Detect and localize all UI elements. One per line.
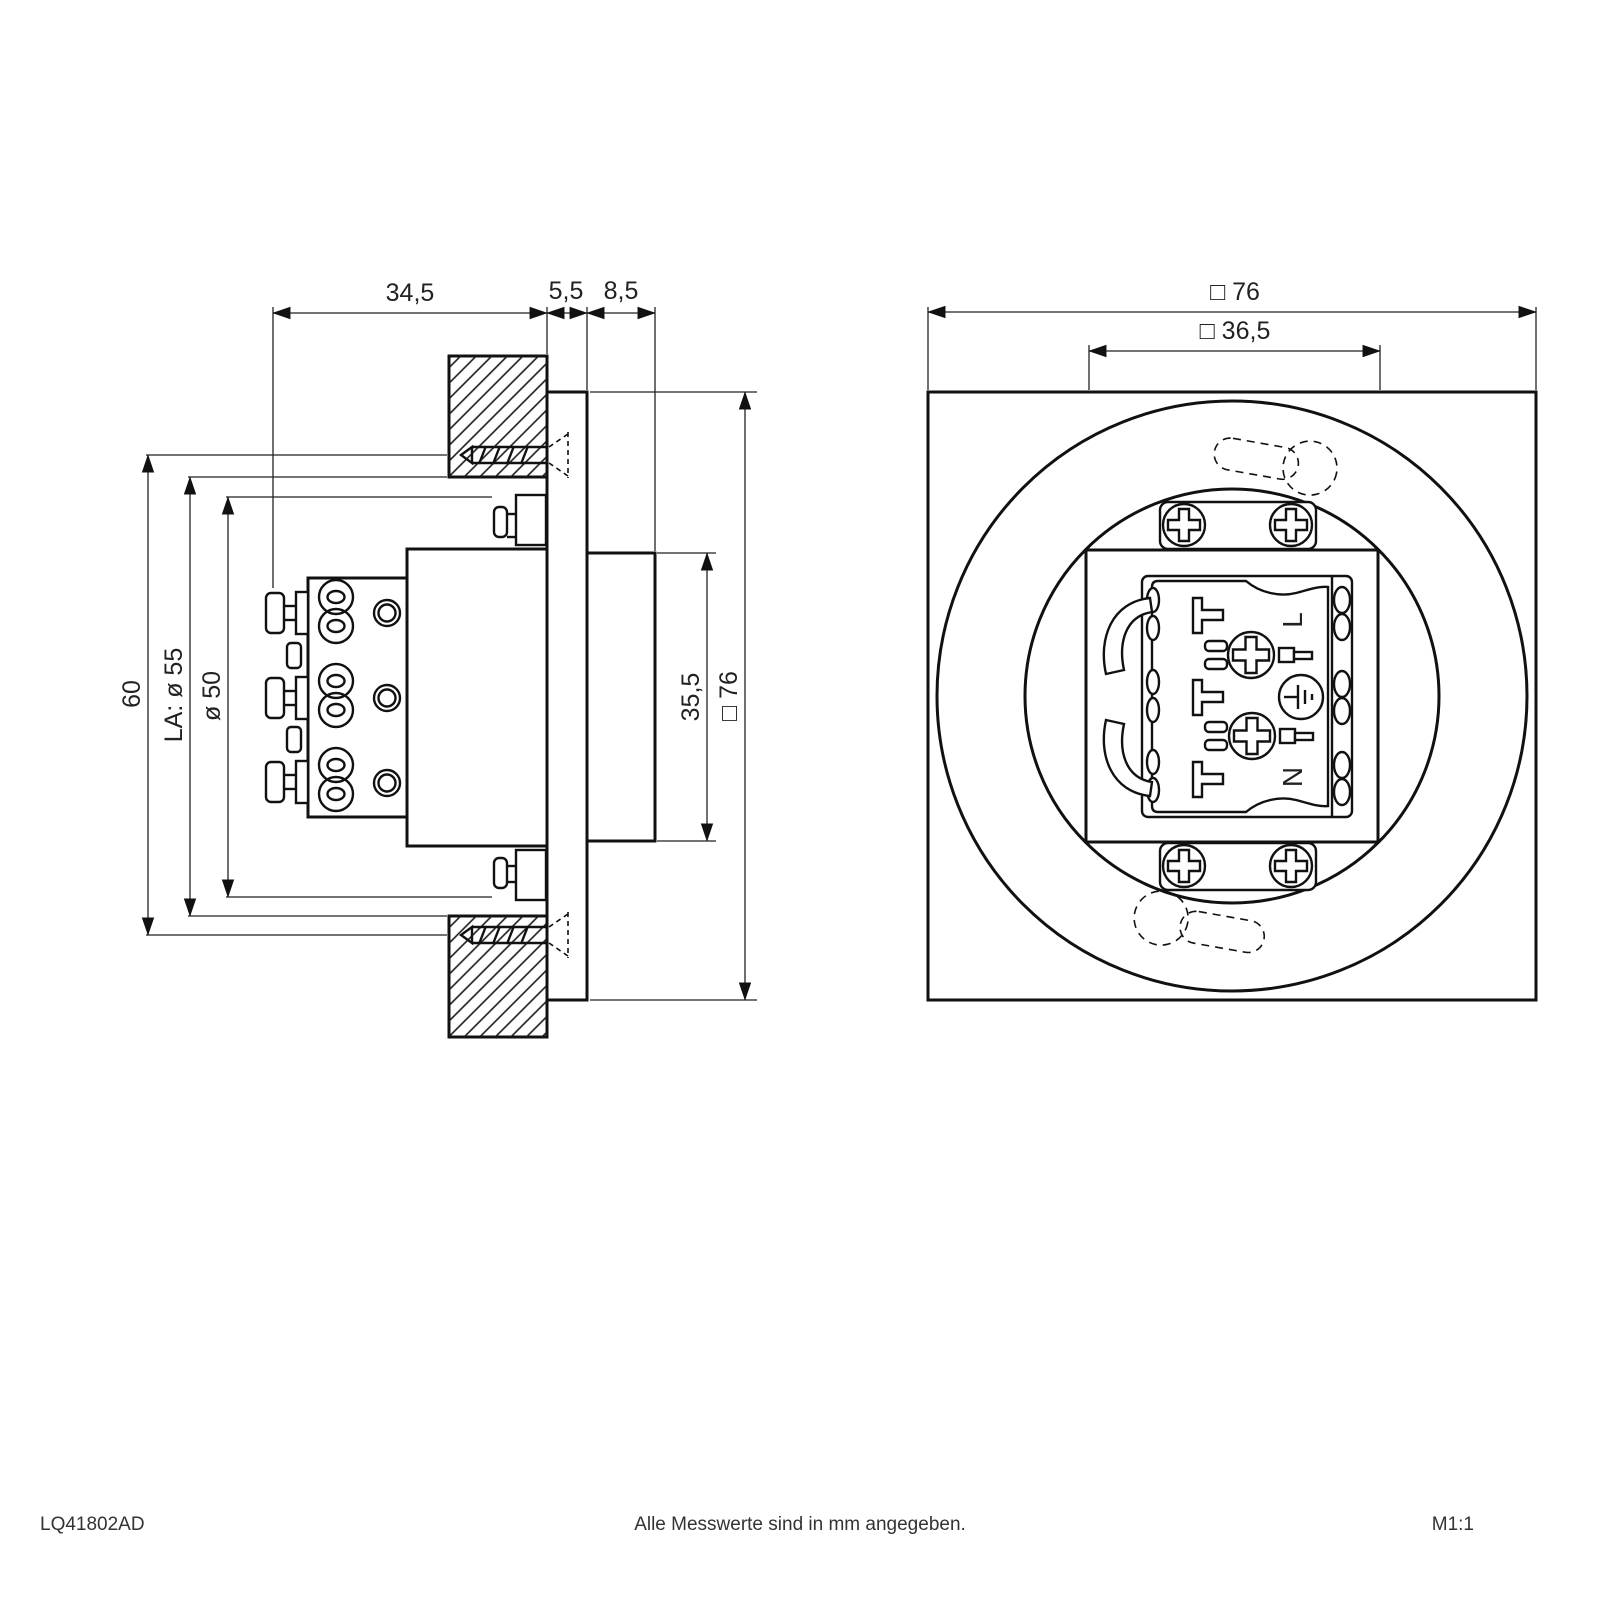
- dim-front-protrusion: 8,5: [586, 277, 656, 320]
- body-inner-circle: [1023, 487, 1441, 905]
- terminal-live-label: L: [1277, 612, 1308, 628]
- scale-label: M1:1: [1432, 1514, 1474, 1535]
- housing-rib-1: [285, 641, 303, 670]
- countersunk-head-hidden-top: [548, 432, 569, 478]
- dim-front-height: 35,5: [677, 552, 714, 842]
- dim-cutout-label: LA: ø 55: [160, 648, 188, 743]
- earth-icon: [1277, 673, 1325, 721]
- wire-terminals: [317, 578, 355, 813]
- body-rivets: [372, 598, 402, 798]
- terminal-screw-3: [264, 759, 310, 805]
- dim-body-diameter-label: ø 50: [198, 671, 226, 721]
- housing-rib-2: [285, 725, 303, 754]
- keyhole-slot-top: [1213, 437, 1338, 496]
- clamp-bolt-top: [492, 493, 548, 547]
- dim-inner-square: □ 36,5: [1088, 317, 1381, 358]
- lamp-body: [405, 547, 549, 848]
- wire-hook-bottom: [1102, 718, 1154, 798]
- mounting-screw-top: [458, 432, 569, 478]
- front-trim-knob: [585, 551, 657, 843]
- coding-key-2: [1191, 678, 1225, 717]
- keyhole-slot-bottom: [1133, 890, 1266, 954]
- dim-screw-spacing-label: 60: [118, 680, 146, 708]
- bracket-bottom: [1158, 841, 1318, 892]
- terminal-screw-2: [264, 675, 310, 721]
- wall-section-top: [447, 354, 549, 479]
- part-number: LQ41802AD: [40, 1514, 145, 1535]
- dim-cutout: LA: ø 55: [160, 476, 197, 917]
- countersunk-head-hidden-bottom: [548, 912, 569, 958]
- front-panel-plate: [545, 390, 589, 1002]
- side-view: 34,5 5,5 8,5 60 LA: ø 55 ø 50 35,5 □ 76: [118, 277, 757, 1039]
- dim-panel-square-side-label: □ 76: [715, 671, 743, 721]
- terminal-contact-slots: [1332, 585, 1352, 807]
- dim-front-height-label: 35,5: [677, 673, 705, 722]
- block-screw-top: [1203, 630, 1314, 680]
- dim-screw-spacing: 60: [118, 454, 155, 936]
- dim-panel-thickness: 5,5: [546, 277, 588, 320]
- footer: LQ41802AD Alle Messwerte sind in mm ange…: [40, 1514, 1474, 1535]
- dim-panel-square-side: □ 76: [715, 391, 752, 1001]
- terminal-screw-1: [264, 590, 310, 636]
- terminal-block: L N: [1102, 574, 1354, 819]
- wall-section-bottom: [447, 914, 549, 1039]
- dim-panel-square-front: □ 76: [927, 278, 1537, 319]
- measurement-note: Alle Messwerte sind in mm angegeben.: [634, 1514, 966, 1535]
- bracket-top: [1158, 500, 1318, 551]
- mounting-screw-bottom: [458, 912, 569, 958]
- terminal-neutral-label: N: [1277, 767, 1308, 787]
- coding-key-1: [1191, 596, 1225, 635]
- block-screw-bottom: [1203, 711, 1315, 761]
- dim-depth: 34,5: [272, 279, 548, 320]
- dim-panel-thickness-label: 5,5: [549, 277, 584, 305]
- plug-insert-outline: [1150, 579, 1330, 814]
- side-extension-lines: [146, 307, 757, 1001]
- dim-body-diameter: ø 50: [198, 496, 235, 898]
- dim-depth-label: 34,5: [386, 279, 435, 307]
- dim-inner-square-label: □ 36,5: [1200, 317, 1271, 345]
- dim-panel-square-front-label: □ 76: [1210, 278, 1260, 306]
- wire-hook-top: [1102, 596, 1154, 676]
- dim-front-protrusion-label: 8,5: [604, 277, 639, 305]
- front-view: L N □ 76 □ 36,5: [926, 278, 1538, 1002]
- coding-key-3: [1191, 760, 1225, 799]
- trim-outer-circle: [935, 399, 1529, 993]
- clamp-bolt-bottom: [492, 848, 548, 902]
